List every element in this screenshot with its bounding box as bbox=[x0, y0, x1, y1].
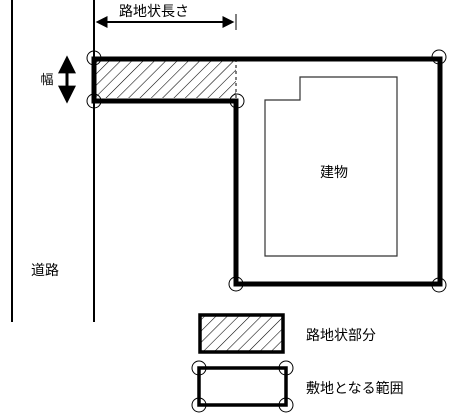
legend-site-swatch bbox=[197, 366, 288, 407]
legend-corner-marker-tr bbox=[278, 360, 294, 376]
road-label: 道路 bbox=[31, 263, 59, 279]
building-outline bbox=[264, 76, 398, 257]
legend-flagpole-swatch bbox=[198, 313, 285, 354]
building-label: 建物 bbox=[320, 165, 348, 181]
corner-marker-flagpole-lower-left bbox=[86, 93, 102, 109]
flagpole-hatched-area bbox=[94, 59, 236, 98]
legend-corner-marker-br bbox=[278, 397, 294, 413]
flagpole-length-label: 路地状長さ bbox=[119, 4, 189, 20]
corner-marker-inner-corner bbox=[229, 93, 245, 109]
corner-marker-top-left bbox=[86, 50, 102, 66]
site-boundary bbox=[91, 56, 443, 287]
legend-corner-marker-bl bbox=[191, 397, 207, 413]
corner-marker-bottom-left bbox=[228, 276, 244, 292]
legend-corner-marker-tl bbox=[191, 360, 207, 376]
legend-site-label: 敷地となる範囲 bbox=[306, 380, 404, 397]
legend-flagpole-label: 路地状部分 bbox=[306, 328, 376, 344]
width-label: 幅 bbox=[40, 73, 53, 88]
corner-marker-bottom-right bbox=[431, 277, 447, 293]
corner-marker-top-right bbox=[431, 49, 447, 65]
